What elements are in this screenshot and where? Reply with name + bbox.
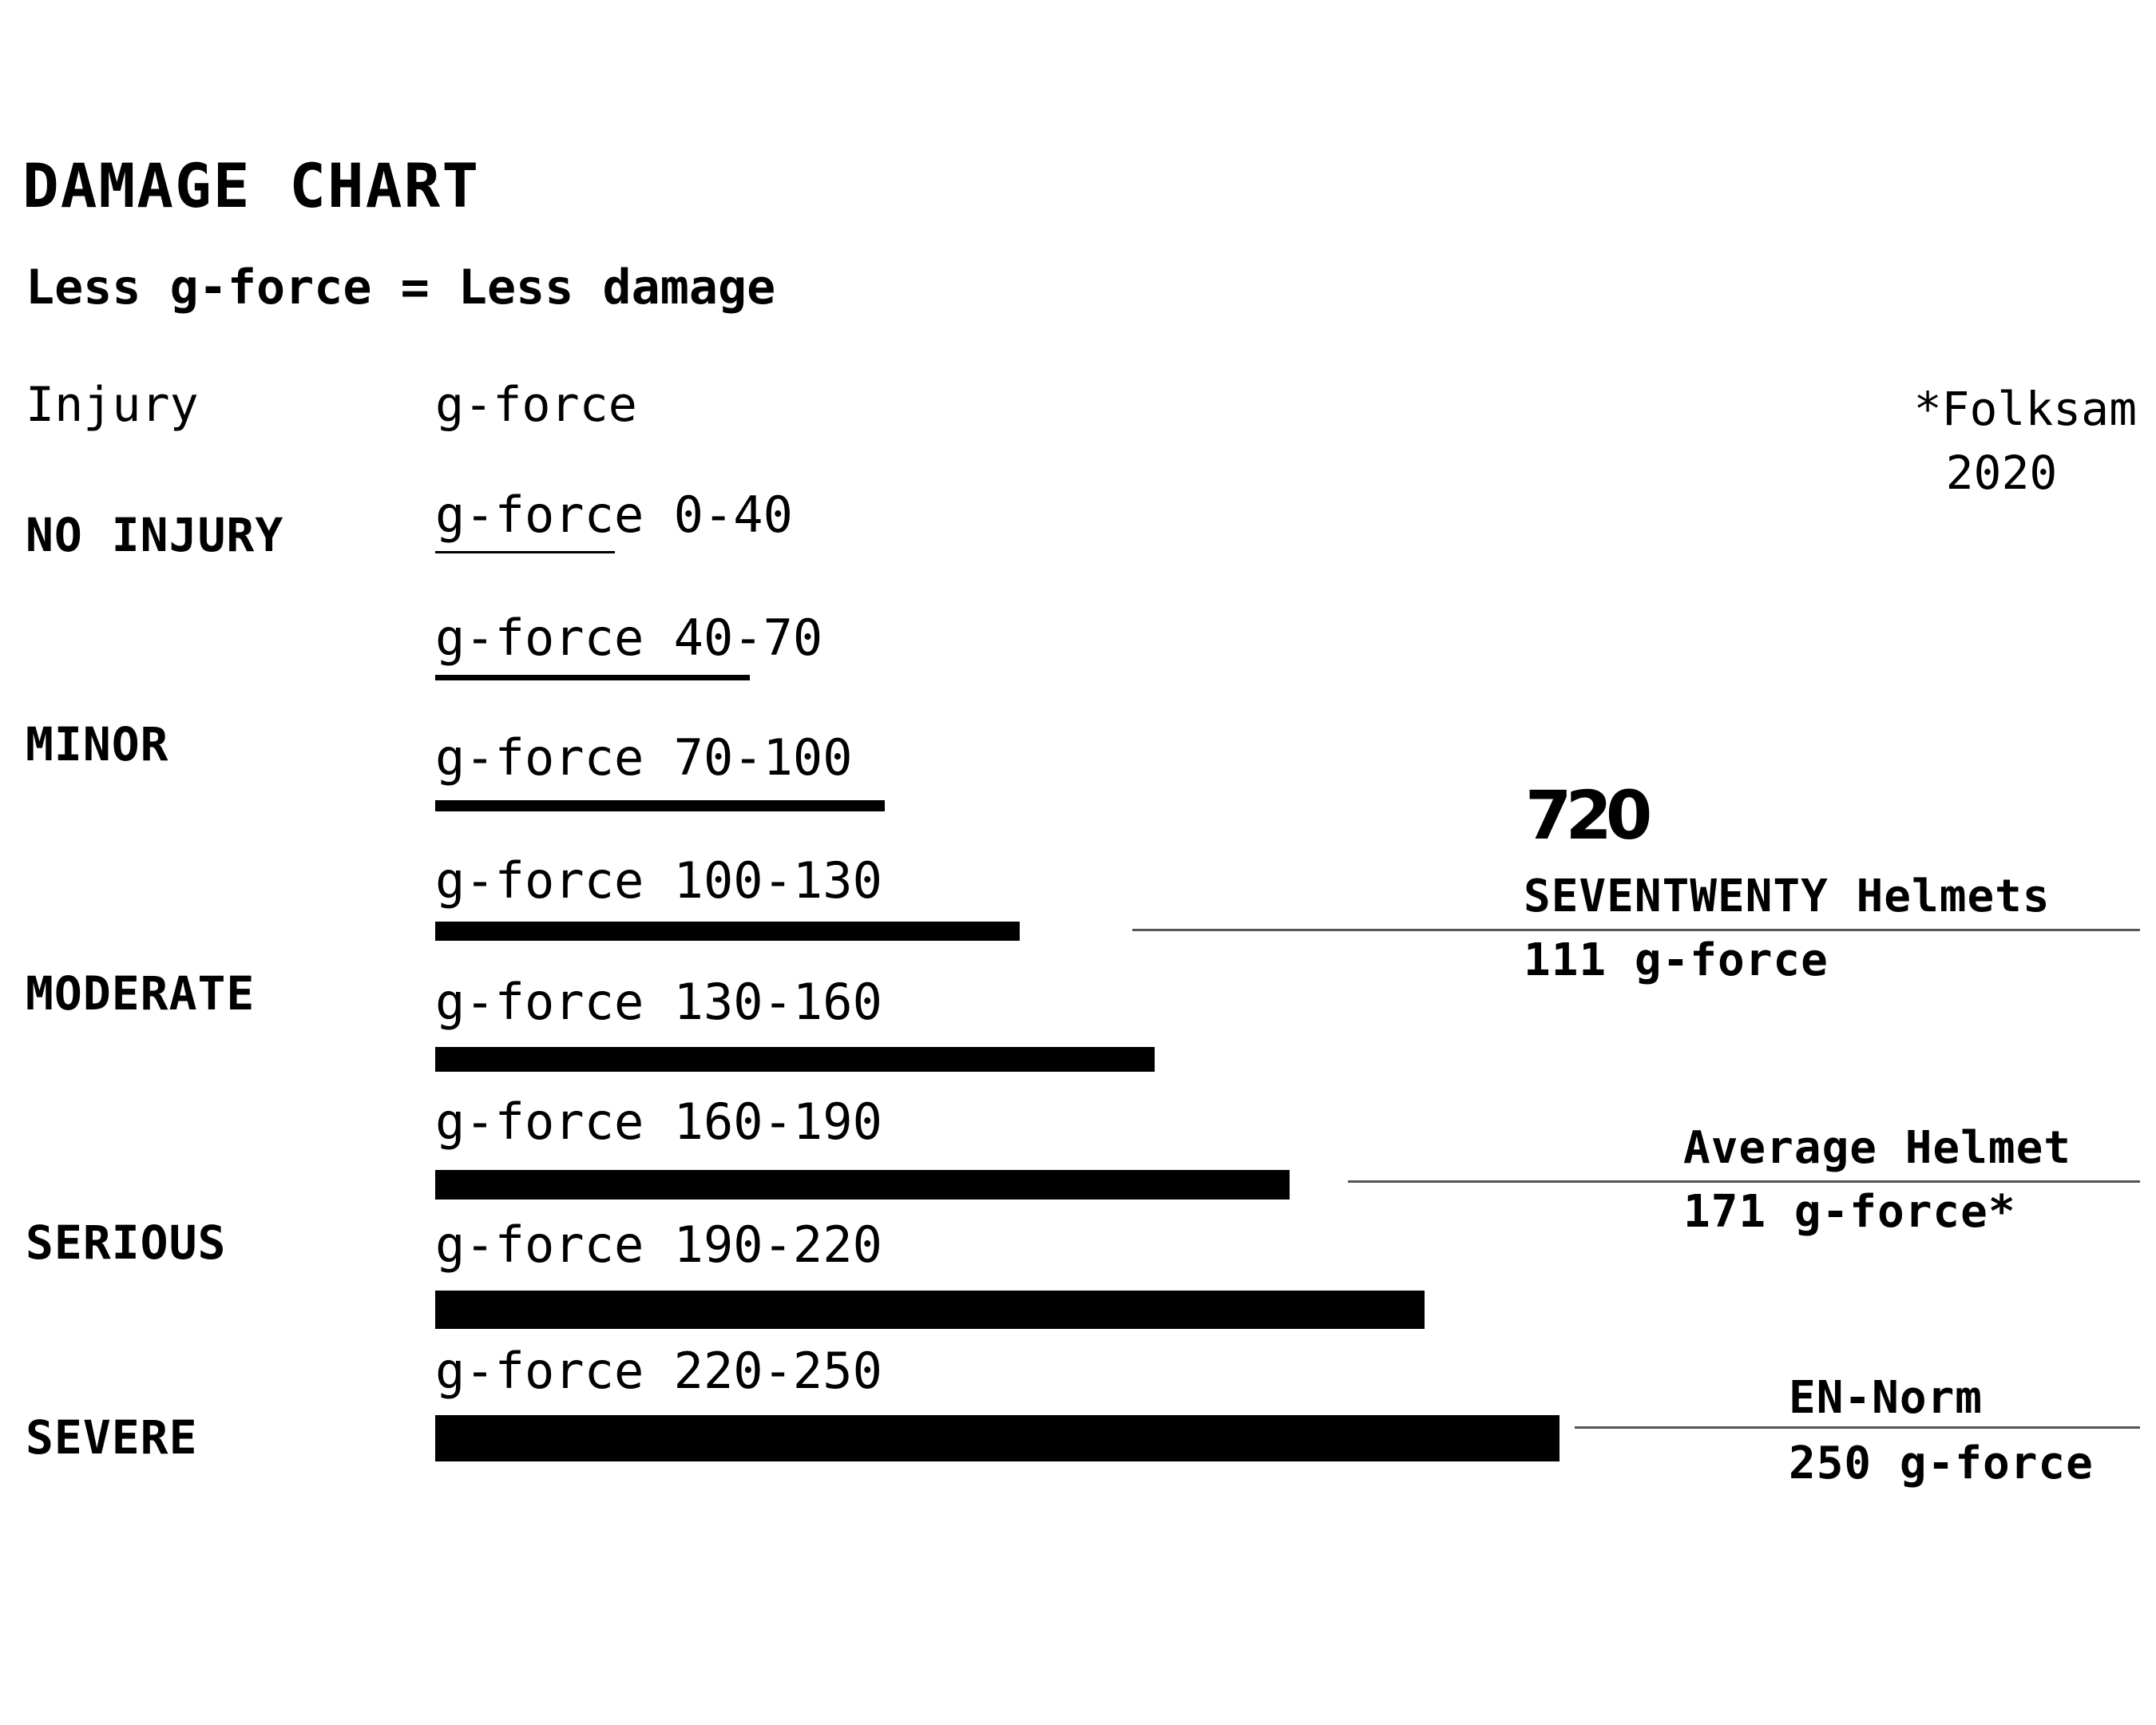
leader-line-seventwenty xyxy=(1132,929,2140,931)
injury-level-severe: SEVERE xyxy=(26,1410,198,1465)
bar-5 xyxy=(435,1047,1155,1072)
bar-1 xyxy=(435,551,615,553)
bar-label: g-force 100-130 xyxy=(435,851,882,910)
bar-label: g-force 40-70 xyxy=(435,609,823,667)
chart-subtitle: Less g-force = Less damage xyxy=(26,260,776,315)
injury-level-no-injury: NO INJURY xyxy=(26,508,284,562)
bar-2 xyxy=(435,675,750,680)
annotation-en-norm-value: 250 g-force xyxy=(1789,1438,2094,1489)
bar-7 xyxy=(435,1291,1425,1329)
bar-6 xyxy=(435,1170,1290,1200)
source-note: *Folksam 2020 xyxy=(1914,377,2137,505)
seventwenty-logo: 720 xyxy=(1525,776,1652,855)
annotation-seventwenty-value: 111 g-force xyxy=(1524,934,1829,986)
bar-3 xyxy=(435,800,885,811)
annotation-seventwenty-label: SEVENTWENTY Helmets xyxy=(1524,870,2051,922)
bar-label: g-force 0-40 xyxy=(435,486,793,544)
annotation-average-value: 171 g-force* xyxy=(1683,1186,2016,1238)
bar-label: g-force 220-250 xyxy=(435,1342,882,1400)
leader-line-en-norm xyxy=(1575,1426,2140,1429)
gforce-column-header: g-force xyxy=(435,377,637,433)
bar-label: g-force 190-220 xyxy=(435,1215,882,1274)
bar-label: g-force 70-100 xyxy=(435,728,853,787)
source-name: *Folksam xyxy=(1913,382,2137,436)
injury-level-serious: SERIOUS xyxy=(26,1215,227,1270)
injury-level-minor: MINOR xyxy=(26,717,169,771)
injury-column-header: Injury xyxy=(26,377,199,433)
source-year: 2020 xyxy=(1945,446,2058,500)
annotation-average-label: Average Helmet xyxy=(1683,1122,2072,1174)
leader-line-average-helmet xyxy=(1348,1180,2140,1183)
bar-label: g-force 160-190 xyxy=(435,1092,882,1151)
injury-level-moderate: MODERATE xyxy=(26,966,256,1021)
bar-8 xyxy=(435,1415,1560,1461)
bar-label: g-force 130-160 xyxy=(435,973,882,1031)
annotation-en-norm-label: EN-Norm xyxy=(1789,1372,1984,1424)
bar-4 xyxy=(435,922,1020,941)
chart-title: DAMAGE CHART xyxy=(22,150,481,221)
